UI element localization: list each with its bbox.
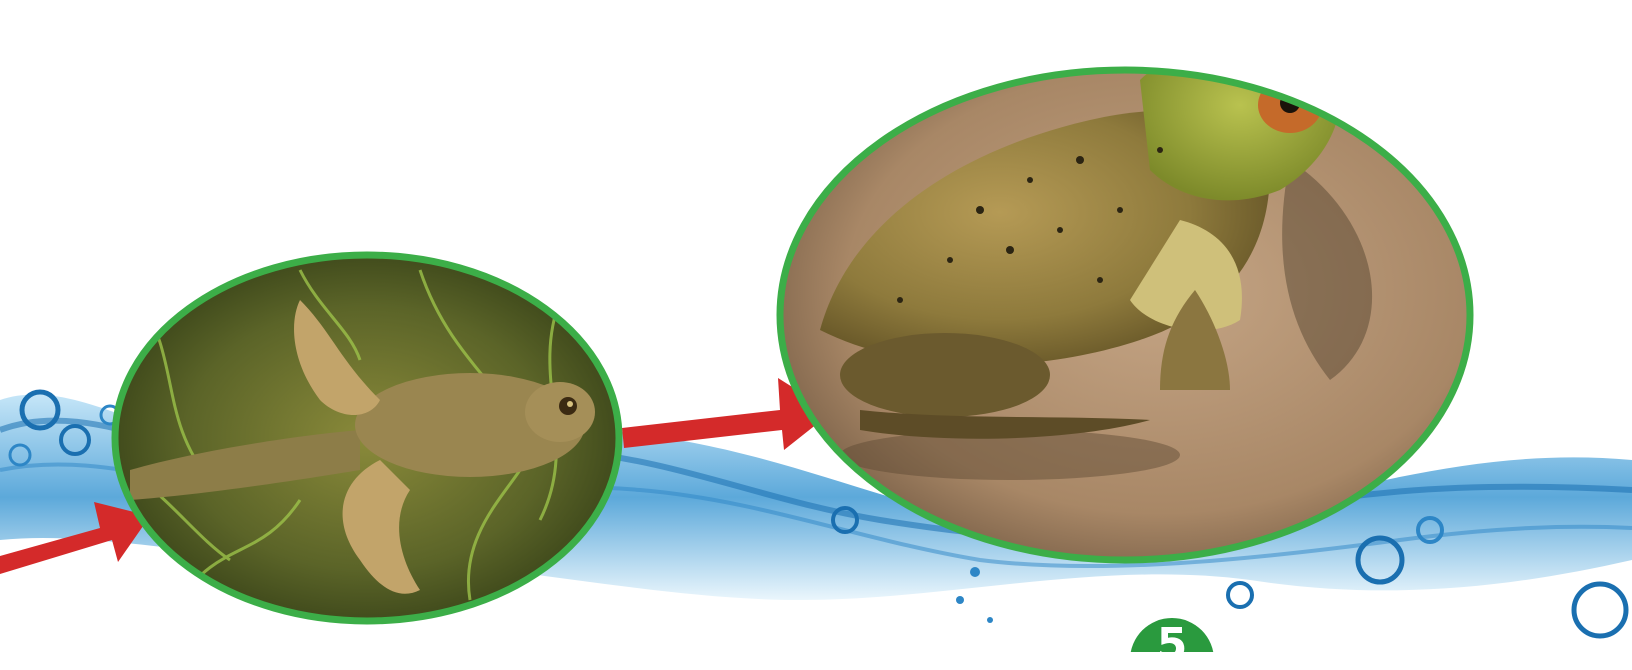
adult-frog-photo bbox=[780, 42, 1470, 560]
step-number: 5 bbox=[1137, 623, 1207, 667]
tadpole-with-legs-photo bbox=[115, 255, 619, 621]
life-cycle-illustration bbox=[0, 0, 1632, 652]
